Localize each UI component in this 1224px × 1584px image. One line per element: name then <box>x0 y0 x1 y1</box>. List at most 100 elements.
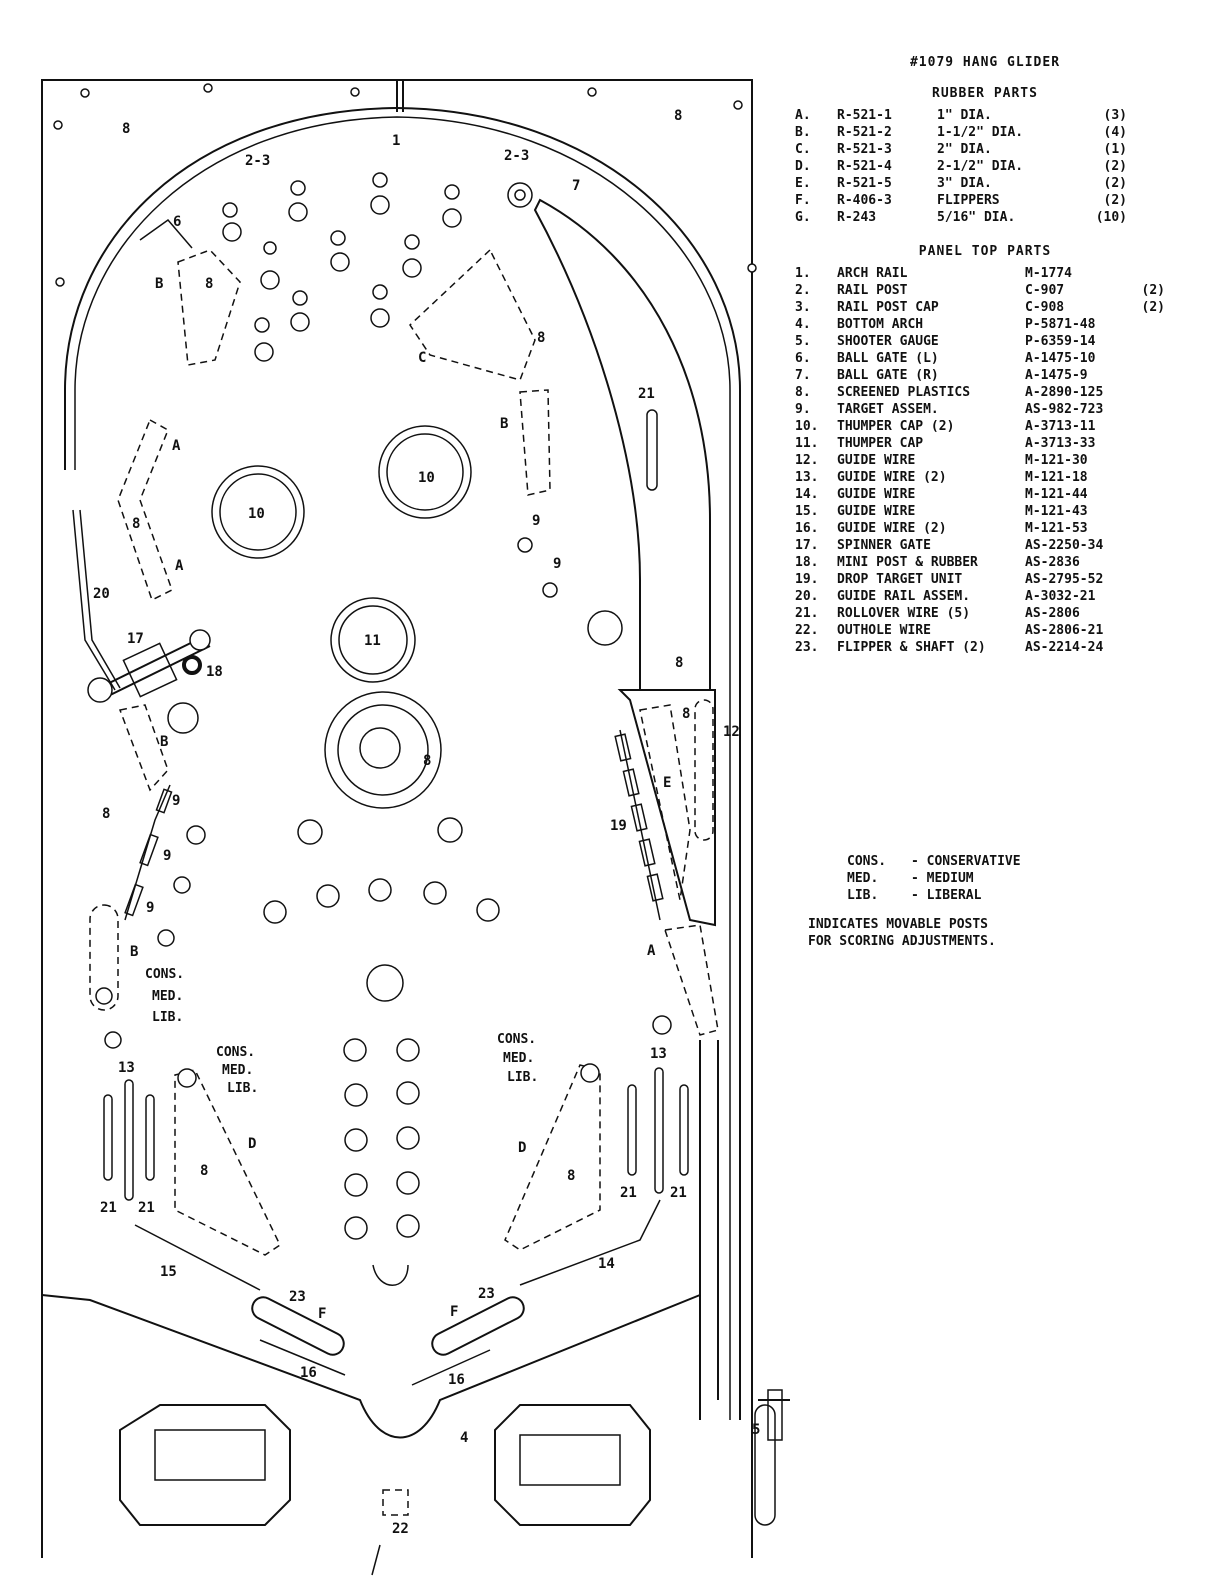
plastic-upper-triangle <box>409 248 536 381</box>
part-part: AS-982-723 <box>1025 402 1104 417</box>
thumper-cap-11-inner <box>338 605 408 675</box>
part-num: 4. <box>795 317 811 332</box>
right-flipper <box>431 1296 525 1356</box>
part-name: SPINNER GATE <box>837 538 931 553</box>
abbreviation-meaning: - MEDIUM <box>911 871 974 886</box>
mount-hole <box>55 277 65 287</box>
part-part: A-2890-125 <box>1025 385 1104 400</box>
part-part: C-907 <box>1025 283 1065 298</box>
shooter-gauge-slot <box>754 1404 776 1526</box>
abbreviation-row: LIB.- LIBERAL <box>847 887 1021 904</box>
part-qty <box>1125 605 1165 622</box>
left-rubber-b <box>89 904 119 1011</box>
part-part: R-521-3 <box>837 142 892 157</box>
label-a: A <box>175 558 184 574</box>
playfield-outline <box>41 79 753 1558</box>
right-orbit-guide <box>533 198 711 691</box>
label-b: B <box>155 276 163 292</box>
part-desc: 2" DIA. <box>937 142 992 157</box>
panel-part-row: 20.GUIDE RAIL ASSEM.A-3032-21 <box>795 588 1175 605</box>
label-9: 9 <box>172 793 180 809</box>
drop-target-unit <box>614 733 664 902</box>
label-med: MED. <box>503 1051 534 1066</box>
label-5: 5 <box>752 1422 760 1438</box>
label-21: 21 <box>670 1185 687 1201</box>
abbreviation: CONS. <box>847 854 887 869</box>
panel-part-row: 10. THUMPER CAP (2) A-3713-11 <box>795 418 1175 435</box>
apron-right-card <box>519 1434 621 1486</box>
guide-wire-16-left <box>259 1339 346 1376</box>
post-large <box>167 702 199 734</box>
panel-part-row: 7.BALL GATE (R)A-1475-9 <box>795 367 1175 384</box>
panel-part-row: 4. BOTTOM ARCH P-5871-48 <box>795 316 1175 333</box>
label-1: 1 <box>392 133 400 149</box>
target-assem <box>139 833 159 867</box>
part-qty <box>1125 469 1165 486</box>
part-part: P-5871-48 <box>1025 317 1096 332</box>
mount-hole <box>80 88 90 98</box>
movable-post <box>177 1068 197 1088</box>
part-name: GUIDE WIRE <box>837 504 916 519</box>
outhole-wire <box>382 1489 409 1516</box>
target-assem <box>124 883 144 917</box>
guide-rail-2 <box>79 509 121 689</box>
part-key: E. <box>795 176 811 191</box>
part-key: F. <box>795 193 811 208</box>
part-name: BOTTOM ARCH <box>837 317 924 332</box>
label-med: MED. <box>222 1063 253 1078</box>
part-part: A-3713-11 <box>1025 419 1096 434</box>
label-12: 12 <box>723 724 740 740</box>
label-b: B <box>130 944 138 960</box>
part-part: A-3032-21 <box>1025 589 1096 604</box>
part-qty: (2) <box>1141 283 1165 298</box>
abbreviation: LIB. <box>847 888 879 903</box>
part-num: 11. <box>795 436 819 451</box>
label-17: 17 <box>127 631 144 647</box>
label-8: 8 <box>675 655 683 671</box>
apron-left-card <box>154 1429 266 1481</box>
part-name: BALL GATE (R) <box>837 368 939 383</box>
mount-hole <box>733 100 743 110</box>
label-22: 22 <box>392 1521 409 1537</box>
part-desc: 3" DIA. <box>937 176 992 191</box>
part-name: ROLLOVER WIRE (5) <box>837 606 971 621</box>
label-8: 8 <box>423 753 431 769</box>
apron-left-window <box>119 1404 291 1526</box>
guide-wire-16-right <box>411 1349 491 1386</box>
label-d: D <box>248 1136 256 1152</box>
mount-hole <box>350 87 360 97</box>
panel-part-row: 9.TARGET ASSEM.AS-982-723 <box>795 401 1175 418</box>
mount-hole <box>53 120 63 130</box>
part-num: 8. <box>795 385 811 400</box>
part-qty <box>1125 367 1165 384</box>
label-2-3: 2-3 <box>245 153 270 169</box>
note-line: FOR SCORING ADJUSTMENTS. <box>808 934 996 949</box>
part-name: THUMPER CAP (2) <box>837 419 955 434</box>
label-9: 9 <box>553 556 561 572</box>
label-9: 9 <box>146 900 154 916</box>
panel-top-parts-heading: PANEL TOP PARTS <box>918 244 1052 259</box>
part-qty <box>1125 333 1165 350</box>
part-desc: 5/16" DIA. <box>937 210 1016 225</box>
part-name: GUIDE WIRE <box>837 453 916 468</box>
part-part: R-521-2 <box>837 125 892 140</box>
part-part: R-243 <box>837 210 877 225</box>
part-part: M-121-44 <box>1025 487 1088 502</box>
panel-part-row: 6.BALL GATE (L)A-1475-10 <box>795 350 1175 367</box>
part-name: DROP TARGET UNIT <box>837 572 963 587</box>
part-desc: 2-1/2" DIA. <box>937 159 1024 174</box>
part-num: 10. <box>795 419 819 434</box>
part-name: MINI POST & RUBBER <box>837 555 978 570</box>
label-c: C <box>418 350 426 366</box>
part-qty <box>1125 554 1165 571</box>
label-14: 14 <box>598 1256 615 1272</box>
